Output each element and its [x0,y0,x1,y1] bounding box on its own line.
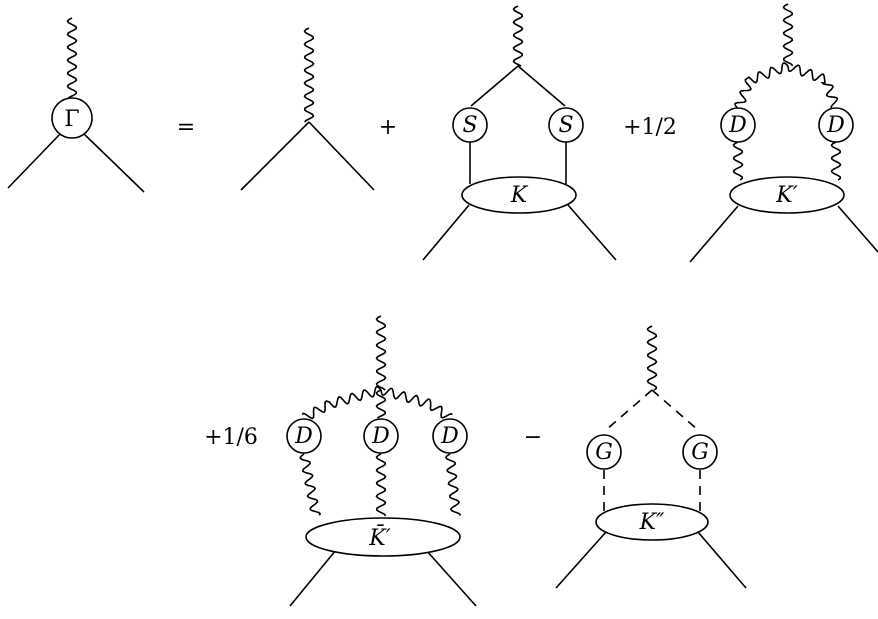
ghost-propagator-blob-right [682,434,718,470]
gluon-line-left-upper [301,385,382,420]
gluon-loop-diagram: D D K′ [689,3,878,263]
propagator-label-right: S [558,113,573,138]
ghost-propagator-blob-left [586,434,622,470]
propagator-label-left: D [294,424,313,449]
gluon-line-right-upper [380,387,453,419]
equals-sign: = [177,115,195,140]
gluon-propagator-blob-left [720,107,756,143]
gluon-line-left-lower [732,141,744,181]
photon-line [303,27,315,123]
gluon-line-left-upper [734,61,789,109]
gluon-line-right-upper [787,64,839,110]
ghost-loop-diagram: G G K″ [555,325,747,589]
quark-line-left [470,65,519,107]
kernel-blob [305,517,461,557]
lhs-vertex-diagram: Γ [7,17,145,193]
quark-loop-diagram: S S K [422,5,617,261]
fermion-line-left [240,121,310,191]
coefficient-half: +1/2 [623,115,677,140]
kernel-label: K′ [775,183,797,208]
photon-line [66,17,78,99]
fermion-line-right [837,205,878,253]
kernel-label: K [510,183,529,208]
gluon-line-right-lower [830,141,842,181]
gluon-line-left-lower [299,453,322,516]
kernel-blob [595,503,709,541]
photon-line [375,315,387,391]
fermion-line-right [425,549,477,607]
quark-line-right [517,65,566,107]
propagator-label-right: G [691,440,709,465]
plus-sign: + [379,115,397,140]
gluon-propagator-blob-right [818,107,854,143]
propagator-label-left: G [595,440,613,465]
photon-line [782,3,794,67]
propagator-label-middle: D [371,424,390,449]
fermion-line-right [81,131,145,193]
gluon-propagator-blob-right [432,418,468,454]
gluon-propagator-blob-left [286,418,322,454]
gluon-line-middle-lower [375,453,387,517]
coefficient-sixth: +1/6 [204,425,258,450]
vertex-label-gamma: Γ [64,107,79,132]
bare-vertex-diagram [240,27,375,191]
kernel-blob [461,176,577,214]
gluon-line-middle-upper [375,389,387,419]
fermion-line-right [567,204,617,261]
kernel-blob [729,176,845,214]
propagator-label-right: D [440,424,459,449]
photon-line [512,5,524,67]
propagator-label-left: S [462,113,477,138]
propagator-label-left: D [728,113,747,138]
three-gluon-diagram: D D D K̄′ [286,315,477,607]
kernel-label: K̄′ [368,524,390,551]
kernel-label: K″ [639,510,665,535]
ghost-line-left-upper [605,389,653,431]
gluon-line-right-lower [444,453,462,516]
propagator-label-right: D [826,113,845,138]
fermion-line-left [422,204,470,261]
fermion-line-left [289,549,337,607]
quark-propagator-blob-right [548,107,584,143]
quark-propagator-blob-left [452,107,488,143]
fermion-line-left [7,131,63,189]
photon-line [646,325,658,391]
fermion-line-right [697,531,747,589]
fermion-line-left [555,531,607,589]
gluon-propagator-blob-middle [363,418,399,454]
fermion-line-right [308,121,375,191]
ghost-line-right-upper [651,389,699,431]
fermion-line-left [689,205,739,263]
full-vertex-blob [51,97,93,139]
minus-sign: − [524,425,542,450]
